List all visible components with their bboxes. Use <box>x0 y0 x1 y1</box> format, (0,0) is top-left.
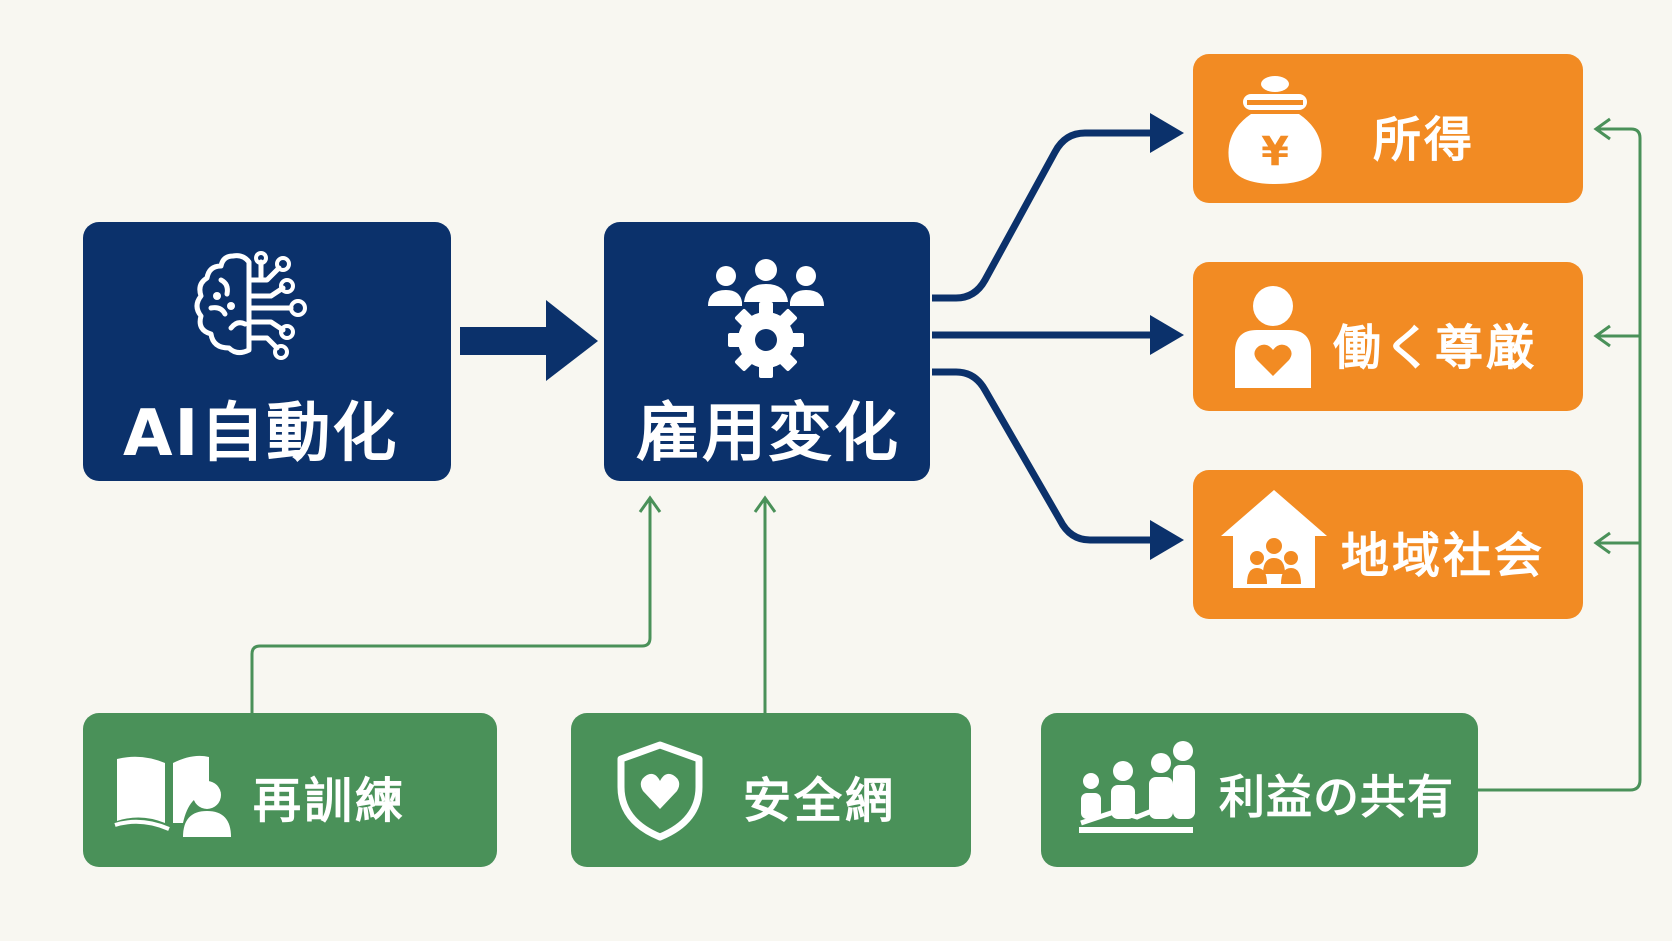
arrow-safetynet-to-employment <box>753 495 777 713</box>
people-growth-icon <box>1079 741 1195 833</box>
node-ai-automation: AI自動化 <box>83 222 451 481</box>
node-safety-net: 安全網 <box>571 713 971 867</box>
arrow-employment-to-dignity <box>932 315 1184 355</box>
node-label: AI自動化 <box>123 397 399 471</box>
house-community-icon <box>1221 490 1327 588</box>
node-label: 雇用変化 <box>636 397 900 471</box>
node-community: 地域社会 <box>1193 470 1583 619</box>
node-profit-sharing: 利益の共有 <box>1041 713 1478 867</box>
node-label: 安全網 <box>743 773 897 829</box>
arrow-employment-to-community <box>932 368 1158 544</box>
arrow-ai-to-employment <box>460 300 598 381</box>
arrow-employment-to-income <box>932 129 1158 302</box>
person-heart-icon <box>1235 286 1311 388</box>
svg-text:¥: ¥ <box>1261 129 1289 175</box>
node-retraining: 再訓練 <box>83 713 497 867</box>
node-label: 利益の共有 <box>1219 770 1454 824</box>
node-employment-change: 雇用変化 <box>604 222 930 481</box>
node-label: 再訓練 <box>253 773 407 829</box>
people-gear-icon <box>708 259 824 378</box>
book-learner-icon <box>114 755 231 837</box>
node-label: 働く尊厳 <box>1333 320 1538 376</box>
arrowhead-community <box>1150 520 1184 560</box>
node-income: ¥ 所得 <box>1193 54 1583 203</box>
shield-heart-icon <box>617 741 703 841</box>
yen-money-bag-icon: ¥ <box>1228 76 1322 184</box>
arrow-profitsharing-to-outcomes <box>1478 117 1642 792</box>
node-label: 所得 <box>1373 112 1476 168</box>
node-work-dignity: 働く尊厳 <box>1193 262 1583 411</box>
node-label: 地域社会 <box>1341 528 1546 584</box>
arrow-retraining-to-employment <box>250 495 662 713</box>
brain-circuit-icon <box>194 251 307 360</box>
arrowhead-income <box>1150 113 1184 153</box>
